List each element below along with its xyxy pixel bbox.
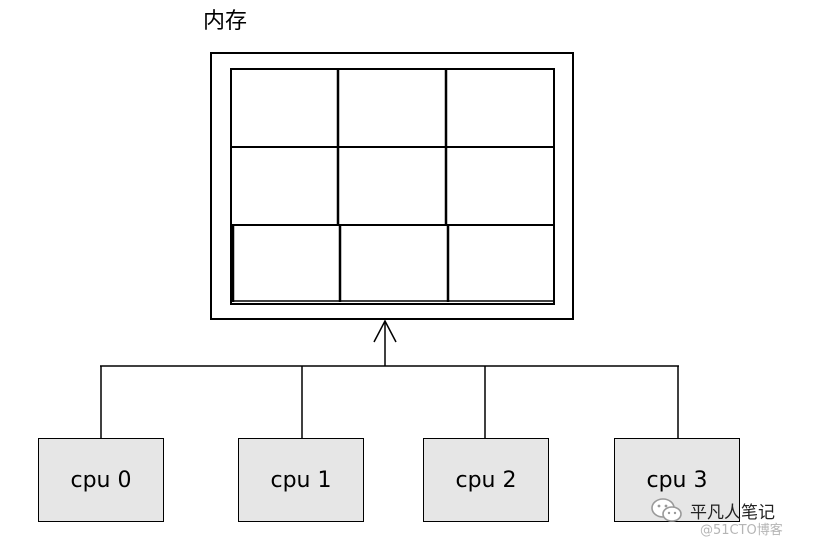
memory-grid-border: [230, 68, 555, 305]
memory-frame: [210, 52, 574, 320]
watermark-source: @51CTO博客: [700, 523, 783, 538]
arrow-up-icon: [373, 319, 397, 343]
cpu-1-box: cpu 1: [238, 438, 364, 522]
cpu-0-box: cpu 0: [38, 438, 164, 522]
cpu-2-box: cpu 2: [423, 438, 549, 522]
wechat-icon: [651, 498, 682, 522]
memory-label: 内存: [203, 9, 248, 34]
watermark-brand: 平凡人笔记: [690, 502, 775, 523]
watermark: 平凡人笔记: [650, 497, 775, 523]
cpu-3-box: cpu 3: [614, 438, 740, 522]
